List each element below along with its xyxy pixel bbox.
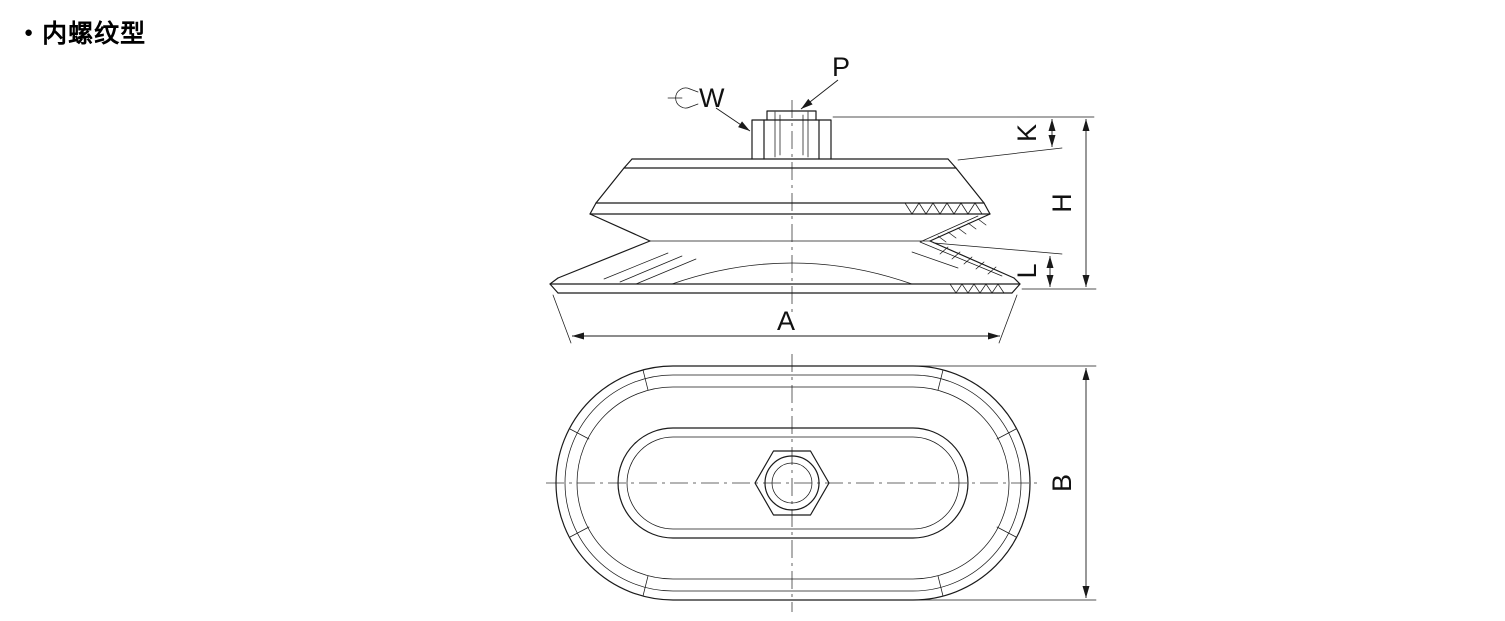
plan-outline xyxy=(555,365,1031,601)
dimension-label-w: W xyxy=(699,83,725,113)
hex-nut xyxy=(754,450,830,516)
thread-circles xyxy=(764,455,820,511)
dimension-l: L xyxy=(933,242,1063,287)
dimension-label-a: A xyxy=(777,306,795,336)
suction-cup-side-profile xyxy=(549,167,1021,294)
top-plate xyxy=(623,158,957,169)
dimension-label-k: K xyxy=(1012,124,1042,142)
wrench-icon xyxy=(667,87,699,109)
dimension-label-l: L xyxy=(1012,263,1042,278)
page-title: ● 内螺纹型 xyxy=(24,14,146,50)
dimension-label-p: P xyxy=(832,52,850,82)
thread-fitting xyxy=(751,110,832,160)
label-p: P xyxy=(800,52,850,110)
bullet-icon: ● xyxy=(24,23,34,41)
dimension-label-b: B xyxy=(1047,474,1077,492)
dimension-label-h: H xyxy=(1047,193,1077,213)
dimension-b: B xyxy=(917,365,1097,601)
side-view: P W K H xyxy=(549,52,1097,344)
section-hatching xyxy=(904,202,1005,294)
dimension-a: A xyxy=(552,294,1018,344)
label-w: W xyxy=(667,83,751,132)
w-leader-line xyxy=(715,107,751,132)
dimension-h: H xyxy=(1021,119,1097,290)
rib-ticks xyxy=(569,369,1017,597)
dimension-k: K xyxy=(832,116,1095,161)
plan-view: B xyxy=(546,354,1097,612)
inner-ribs xyxy=(603,251,959,285)
inner-dome xyxy=(671,262,913,285)
p-leader-line xyxy=(800,79,839,110)
title-text: 内螺纹型 xyxy=(42,20,147,48)
